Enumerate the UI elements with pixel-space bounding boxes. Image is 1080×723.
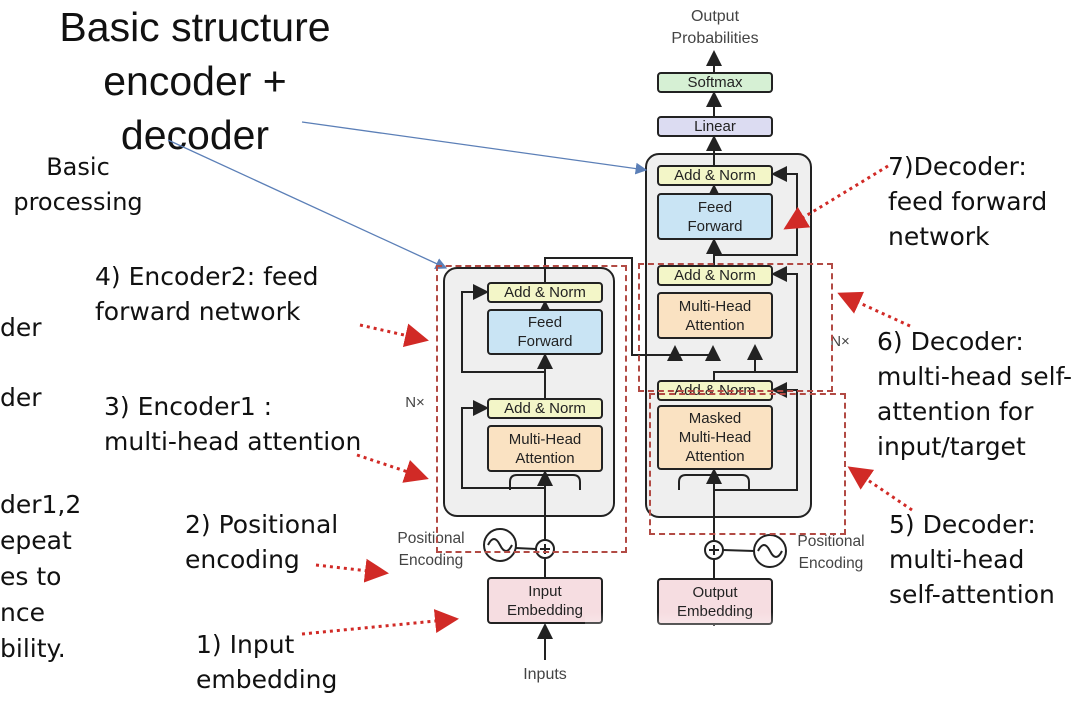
cut-off-text-1: der	[0, 313, 42, 342]
decoder-nx-label: N×	[830, 333, 850, 350]
encoder-feed-forward: Feed Forward	[487, 309, 603, 355]
annotation-input-embedding: 1) Input embedding	[196, 630, 338, 694]
encoder-add-norm-top: Add & Norm	[487, 282, 603, 303]
annotation-encoder1-attention: 3) Encoder1 : multi-head attention	[104, 392, 362, 456]
annotation-decoder-ffn: 7)Decoder: feed forward network	[888, 152, 1048, 251]
output-probabilities-label: Output Probabilities	[671, 8, 759, 47]
decoder-feed-forward: Feed Forward	[657, 193, 773, 240]
decoder-multi-head-attention: Multi-Head Attention	[657, 292, 773, 339]
encoder-add-norm-bottom: Add & Norm	[487, 398, 603, 419]
annotation-encoder2-ffn: 4) Encoder2: feed forward network	[95, 262, 319, 326]
softmax-block: Softmax	[657, 72, 773, 93]
encoder-nx-label: N×	[405, 394, 425, 411]
annotation-positional-encoding: 2) Positional encoding	[185, 510, 339, 574]
decoder-positional-encoding-label: Positional Encoding	[797, 533, 865, 572]
slide-title: Basic structure encoder + decoder	[59, 4, 331, 158]
decoder-add-norm-top: Add & Norm	[657, 165, 773, 186]
annotation-decoder-cross-attention: 6) Decoder: multi-head self- attention f…	[877, 327, 1073, 461]
cut-off-text-2: der	[0, 383, 42, 412]
decoder-add-norm-middle: Add & Norm	[657, 265, 773, 286]
decoder-self-attention-dashed-highlight	[649, 393, 846, 535]
inputs-label: Inputs	[523, 666, 567, 683]
encoder-multi-head-attention: Multi-Head Attention	[487, 425, 603, 472]
fade-overlay	[585, 612, 1080, 723]
decoder-cross-attention-dashed-highlight	[638, 263, 833, 392]
annotation-decoder-self-attention: 5) Decoder: multi-head self-attention	[889, 510, 1055, 609]
cut-off-text-3: der1,2 epeat es to nce bility.	[0, 490, 82, 663]
input-embedding: Input Embedding	[487, 577, 603, 624]
basic-processing-label: Basic processing	[13, 153, 143, 216]
linear-block: Linear	[657, 116, 773, 137]
encoder-dashed-highlight	[436, 265, 627, 553]
decoder-masked-multi-head-attention: Masked Multi-Head Attention	[657, 405, 773, 470]
encoder-positional-encoding-label: Positional Encoding	[397, 530, 465, 569]
